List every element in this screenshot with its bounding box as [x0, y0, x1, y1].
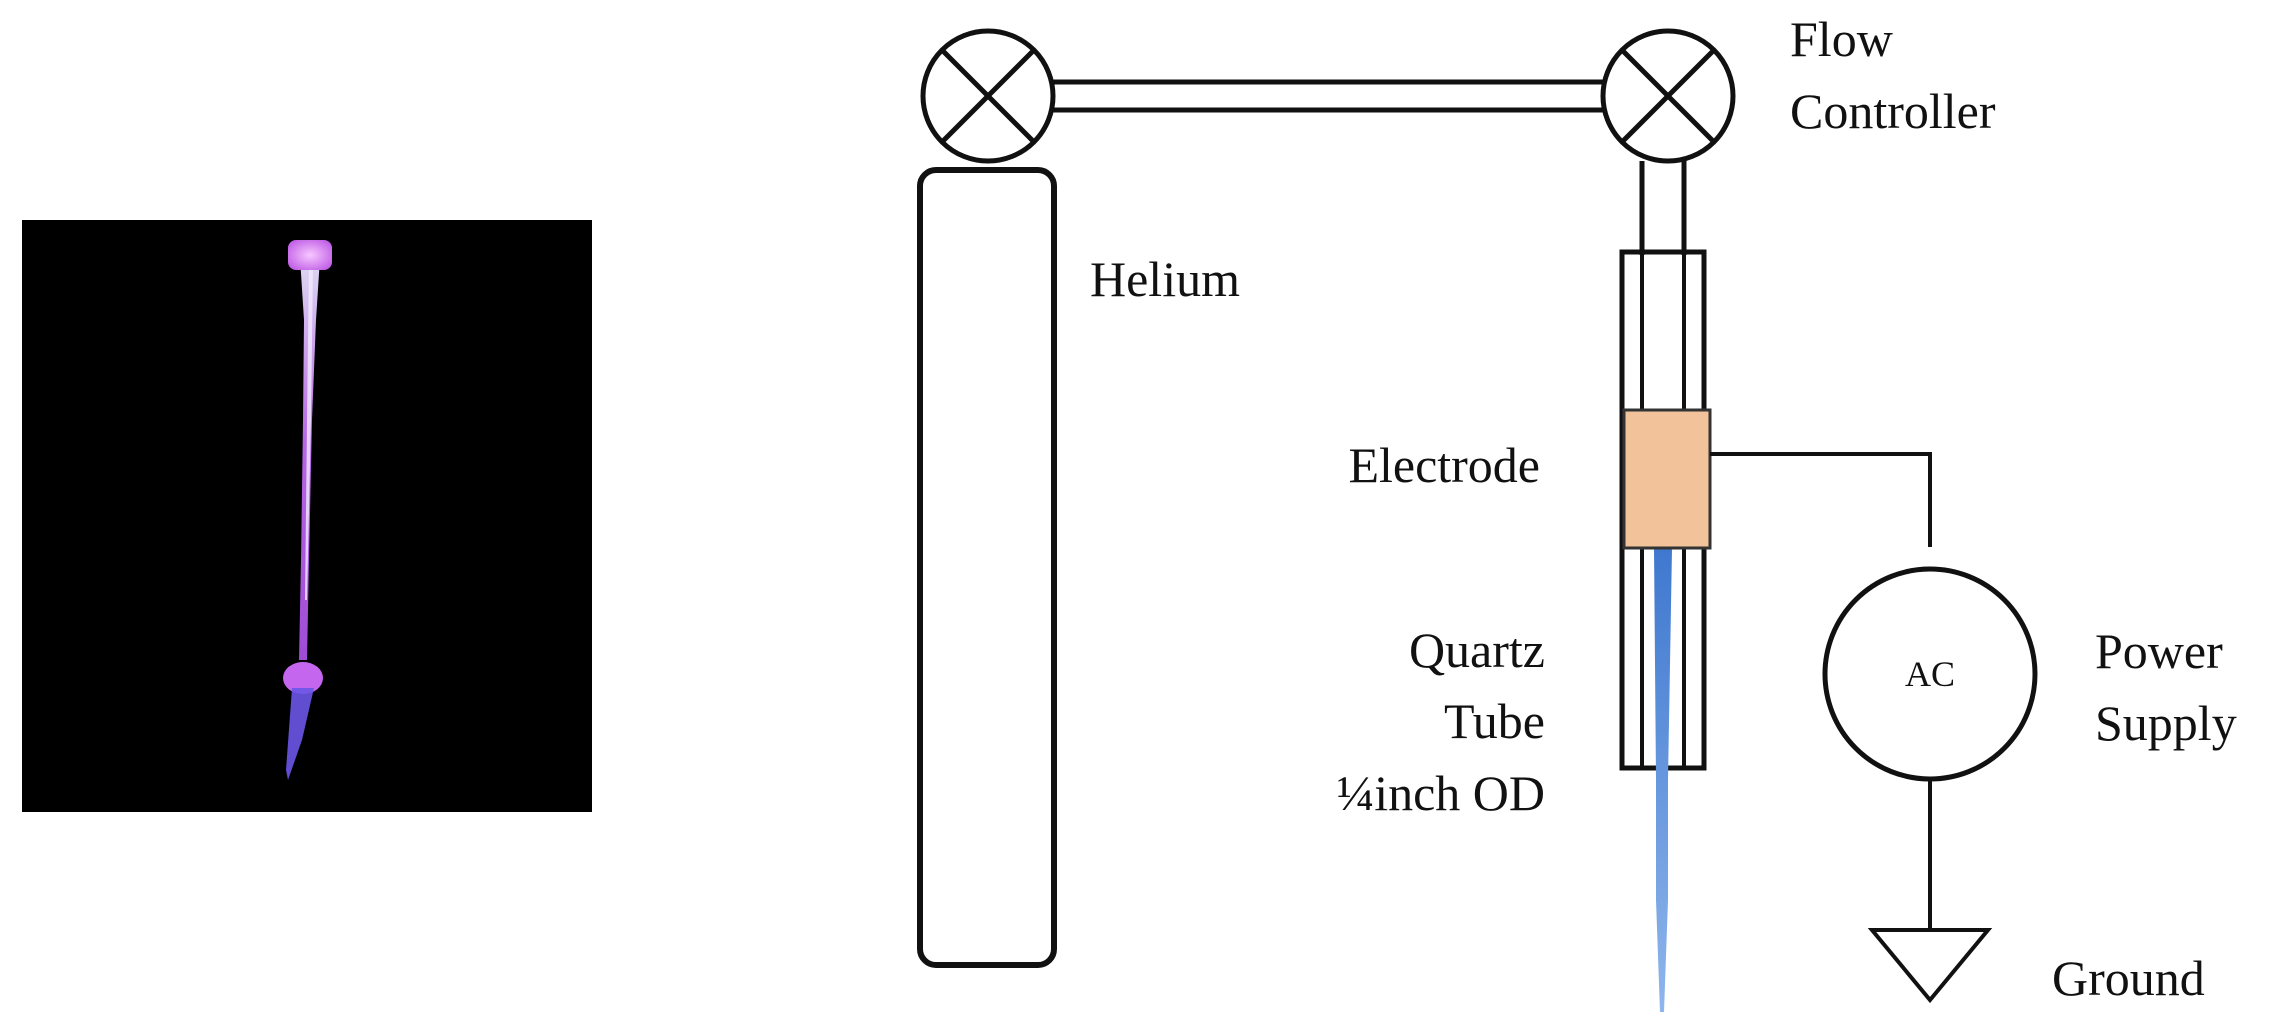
electrode-wire — [1710, 452, 1932, 547]
electrode-label: Electrode — [1348, 437, 1540, 493]
plasma-plume-core — [305, 262, 313, 600]
helium-cylinder — [917, 167, 1057, 968]
flow-controller-label-line1: Flow — [1790, 11, 1893, 67]
plasma-cap — [288, 240, 332, 270]
power-supply-label-line2: Supply — [2095, 695, 2237, 751]
flow-controller-label-line2: Controller — [1790, 83, 1996, 139]
ground-symbol — [1867, 928, 1993, 1004]
helium-label: Helium — [1090, 251, 1240, 307]
plasma-tip — [286, 688, 314, 780]
quartz-tube-label-line1: Quartz — [1409, 622, 1545, 678]
quartz-tube-label-line2: Tube — [1444, 693, 1545, 749]
ground-label: Ground — [2052, 950, 2205, 1006]
power-supply-label-line1: Power — [2095, 623, 2223, 679]
flow-controller-valve — [1600, 28, 1736, 164]
quartz-tube-label-line3: ¼inch OD — [1337, 765, 1545, 821]
electrode — [1622, 408, 1712, 550]
plasma-jet — [1654, 548, 1672, 1012]
ac-label: AC — [1905, 654, 1955, 694]
plasma-jet-photo — [22, 220, 592, 812]
plasma-bulb — [283, 662, 323, 694]
valve-left — [920, 28, 1056, 164]
